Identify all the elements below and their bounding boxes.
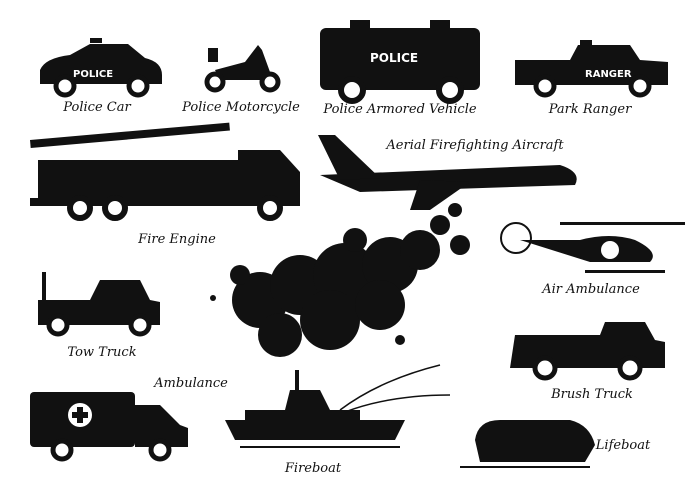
police-armored-vehicle-icon: POLICE bbox=[320, 20, 480, 104]
label-fire-engine: Fire Engine bbox=[138, 232, 216, 247]
ambulance-icon bbox=[30, 392, 188, 462]
police-car-text: POLICE bbox=[73, 69, 113, 80]
tow-truck-icon bbox=[38, 272, 160, 337]
label-park-ranger: Park Ranger bbox=[548, 102, 632, 117]
label-air-ambulance: Air Ambulance bbox=[542, 282, 640, 297]
police-car-icon: POLICE bbox=[40, 38, 162, 98]
air-ambulance-icon bbox=[500, 222, 685, 273]
label-police-motorcycle: Police Motorcycle bbox=[182, 100, 300, 115]
label-brush-truck: Brush Truck bbox=[551, 387, 633, 402]
fireboat-icon bbox=[225, 364, 451, 448]
armored-text: POLICE bbox=[370, 51, 418, 65]
ranger-text: RANGER bbox=[585, 69, 632, 80]
label-police-armored-vehicle: Police Armored Vehicle bbox=[323, 102, 477, 117]
fire-engine-icon bbox=[30, 122, 300, 221]
label-fireboat: Fireboat bbox=[284, 461, 342, 476]
aerial-firefighting-aircraft-icon bbox=[318, 135, 577, 210]
park-ranger-icon: RANGER bbox=[515, 40, 668, 98]
label-aerial-firefighting-aircraft: Aerial Firefighting Aircraft bbox=[386, 138, 564, 153]
label-lifeboat: Lifeboat bbox=[595, 438, 651, 453]
brush-truck-icon bbox=[510, 322, 665, 381]
police-motorcycle-icon bbox=[204, 45, 281, 93]
label-police-car: Police Car bbox=[63, 100, 131, 115]
label-ambulance: Ambulance bbox=[154, 376, 228, 391]
lifeboat-icon bbox=[460, 420, 595, 468]
smoke-cloud-icon bbox=[210, 203, 470, 357]
label-tow-truck: Tow Truck bbox=[67, 345, 137, 360]
